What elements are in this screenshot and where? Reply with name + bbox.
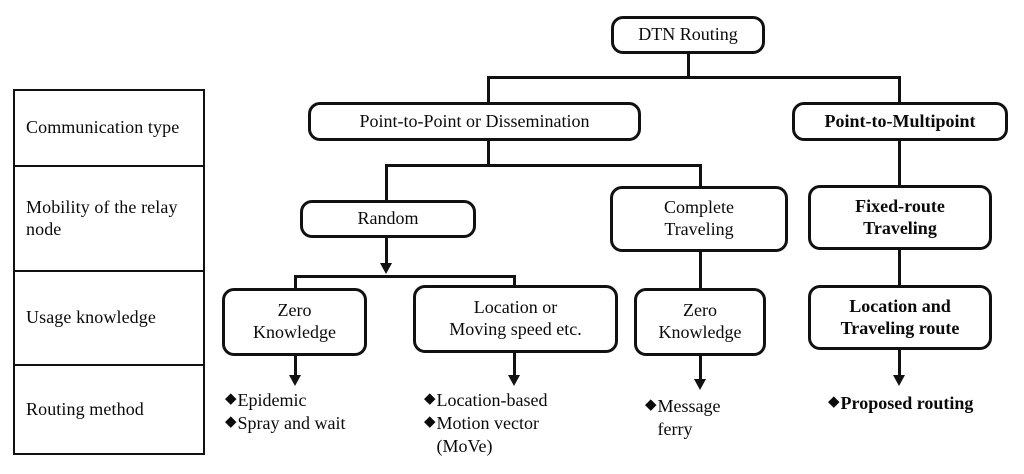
node-point-to-point-or-dissemination[interactable]: Point-to-Point or Dissemination [308, 102, 641, 141]
connector-to-location-or-moving-speed [513, 275, 516, 287]
arrowhead-methods-3 [694, 379, 706, 390]
connector-location-moving-to-methods [513, 352, 516, 379]
node-fixed-route-traveling[interactable]: Fixed-route Traveling [808, 185, 992, 250]
arrowhead-methods-2 [508, 375, 520, 386]
node-label: Location and Traveling route [840, 295, 960, 338]
node-label: Point-to-Point or Dissemination [359, 110, 590, 131]
node-zero-knowledge-random[interactable]: Zero Knowledge [222, 288, 367, 356]
connector-root-stem [687, 52, 690, 78]
method-item[interactable]: ◆ Epidemic [225, 389, 346, 412]
criteria-row-usage-knowledge: Usage knowledge [15, 270, 203, 364]
node-complete-traveling[interactable]: Complete Traveling [610, 186, 788, 252]
diamond-bullet-icon: ◆ [424, 414, 436, 431]
method-item[interactable]: ◆ Motion vector (MoVe) [424, 412, 548, 458]
diamond-bullet-icon: ◆ [225, 391, 237, 407]
node-label: Fixed-route Traveling [855, 195, 945, 238]
criteria-label: Routing method [26, 398, 144, 419]
diamond-bullet-icon: ◆ [645, 397, 657, 413]
method-list-proposed-routing: ◆ Proposed routing [828, 392, 973, 415]
method-label: Spray and wait [237, 413, 346, 434]
criteria-label: Communication type [26, 117, 180, 138]
connector-p2p-stem [487, 139, 490, 166]
method-list-complete-traveling: ◆ Message ferry [645, 395, 721, 441]
method-label: Motion vector (MoVe) [436, 413, 540, 457]
arrowhead-methods-1 [289, 375, 301, 386]
method-list-location-moving-speed: ◆ Location-based ◆ Motion vector (MoVe) [424, 389, 548, 458]
node-dtn-routing[interactable]: DTN Routing [611, 16, 765, 54]
criteria-label: Usage knowledge [26, 307, 156, 328]
method-label: Location-based [436, 390, 548, 410]
connector-complete-traveling-to-zero-knowledge [699, 251, 702, 289]
criteria-row-routing-method: Routing method [15, 364, 203, 453]
method-label: Message ferry [657, 396, 721, 440]
node-label: Location or Moving speed etc. [449, 297, 582, 339]
method-item[interactable]: ◆ Spray and wait [225, 412, 346, 435]
connector-to-point-to-point [487, 76, 490, 104]
connector-level2-bus [385, 164, 702, 167]
connector-level3-bus [294, 275, 516, 278]
connector-level1-bus [487, 76, 901, 79]
criteria-row-mobility: Mobility of the relay node [15, 165, 203, 270]
method-item[interactable]: ◆ Message ferry [645, 395, 721, 441]
node-random[interactable]: Random [300, 200, 476, 238]
connector-to-complete-traveling [699, 164, 702, 188]
criteria-label: Mobility of the relay node [26, 196, 178, 239]
connector-to-point-to-multipoint [898, 76, 901, 104]
diamond-bullet-icon: ◆ [424, 391, 436, 407]
node-location-and-traveling-route[interactable]: Location and Traveling route [808, 285, 992, 350]
connector-to-zero-knowledge-1 [294, 275, 297, 289]
connector-random-stem [385, 237, 388, 267]
method-list-random-zero-knowledge: ◆ Epidemic ◆ Spray and wait [225, 389, 346, 435]
method-label: Epidemic [237, 390, 307, 410]
arrowhead-methods-4 [893, 375, 905, 386]
connector-location-route-to-methods [898, 349, 901, 379]
node-label: Zero Knowledge [658, 300, 742, 342]
diamond-bullet-icon: ◆ [828, 394, 840, 410]
method-item[interactable]: ◆ Location-based [424, 389, 548, 412]
node-location-or-moving-speed[interactable]: Location or Moving speed etc. [413, 285, 618, 353]
criteria-table: Communication type Mobility of the relay… [13, 89, 205, 455]
node-label: Zero Knowledge [253, 300, 336, 342]
method-label: Proposed routing [840, 393, 974, 413]
criteria-row-communication-type: Communication type [15, 91, 203, 165]
connector-zero-knowledge-1-to-methods [294, 355, 297, 379]
node-point-to-multipoint[interactable]: Point-to-Multipoint [792, 102, 1008, 141]
node-zero-knowledge-complete-traveling[interactable]: Zero Knowledge [634, 288, 766, 356]
connector-p2m-to-fixed-route [898, 139, 901, 187]
connector-zero-knowledge-2-to-methods [699, 355, 702, 383]
arrowhead-random-stem [380, 263, 392, 274]
node-label: Random [357, 208, 419, 229]
node-label: Complete Traveling [664, 197, 734, 239]
diamond-bullet-icon: ◆ [225, 414, 237, 431]
node-label: Point-to-Multipoint [824, 110, 976, 131]
connector-fixed-route-to-location-and-route [898, 249, 901, 287]
connector-to-random [385, 164, 388, 202]
method-item[interactable]: ◆ Proposed routing [828, 392, 973, 415]
node-label: DTN Routing [638, 24, 738, 45]
